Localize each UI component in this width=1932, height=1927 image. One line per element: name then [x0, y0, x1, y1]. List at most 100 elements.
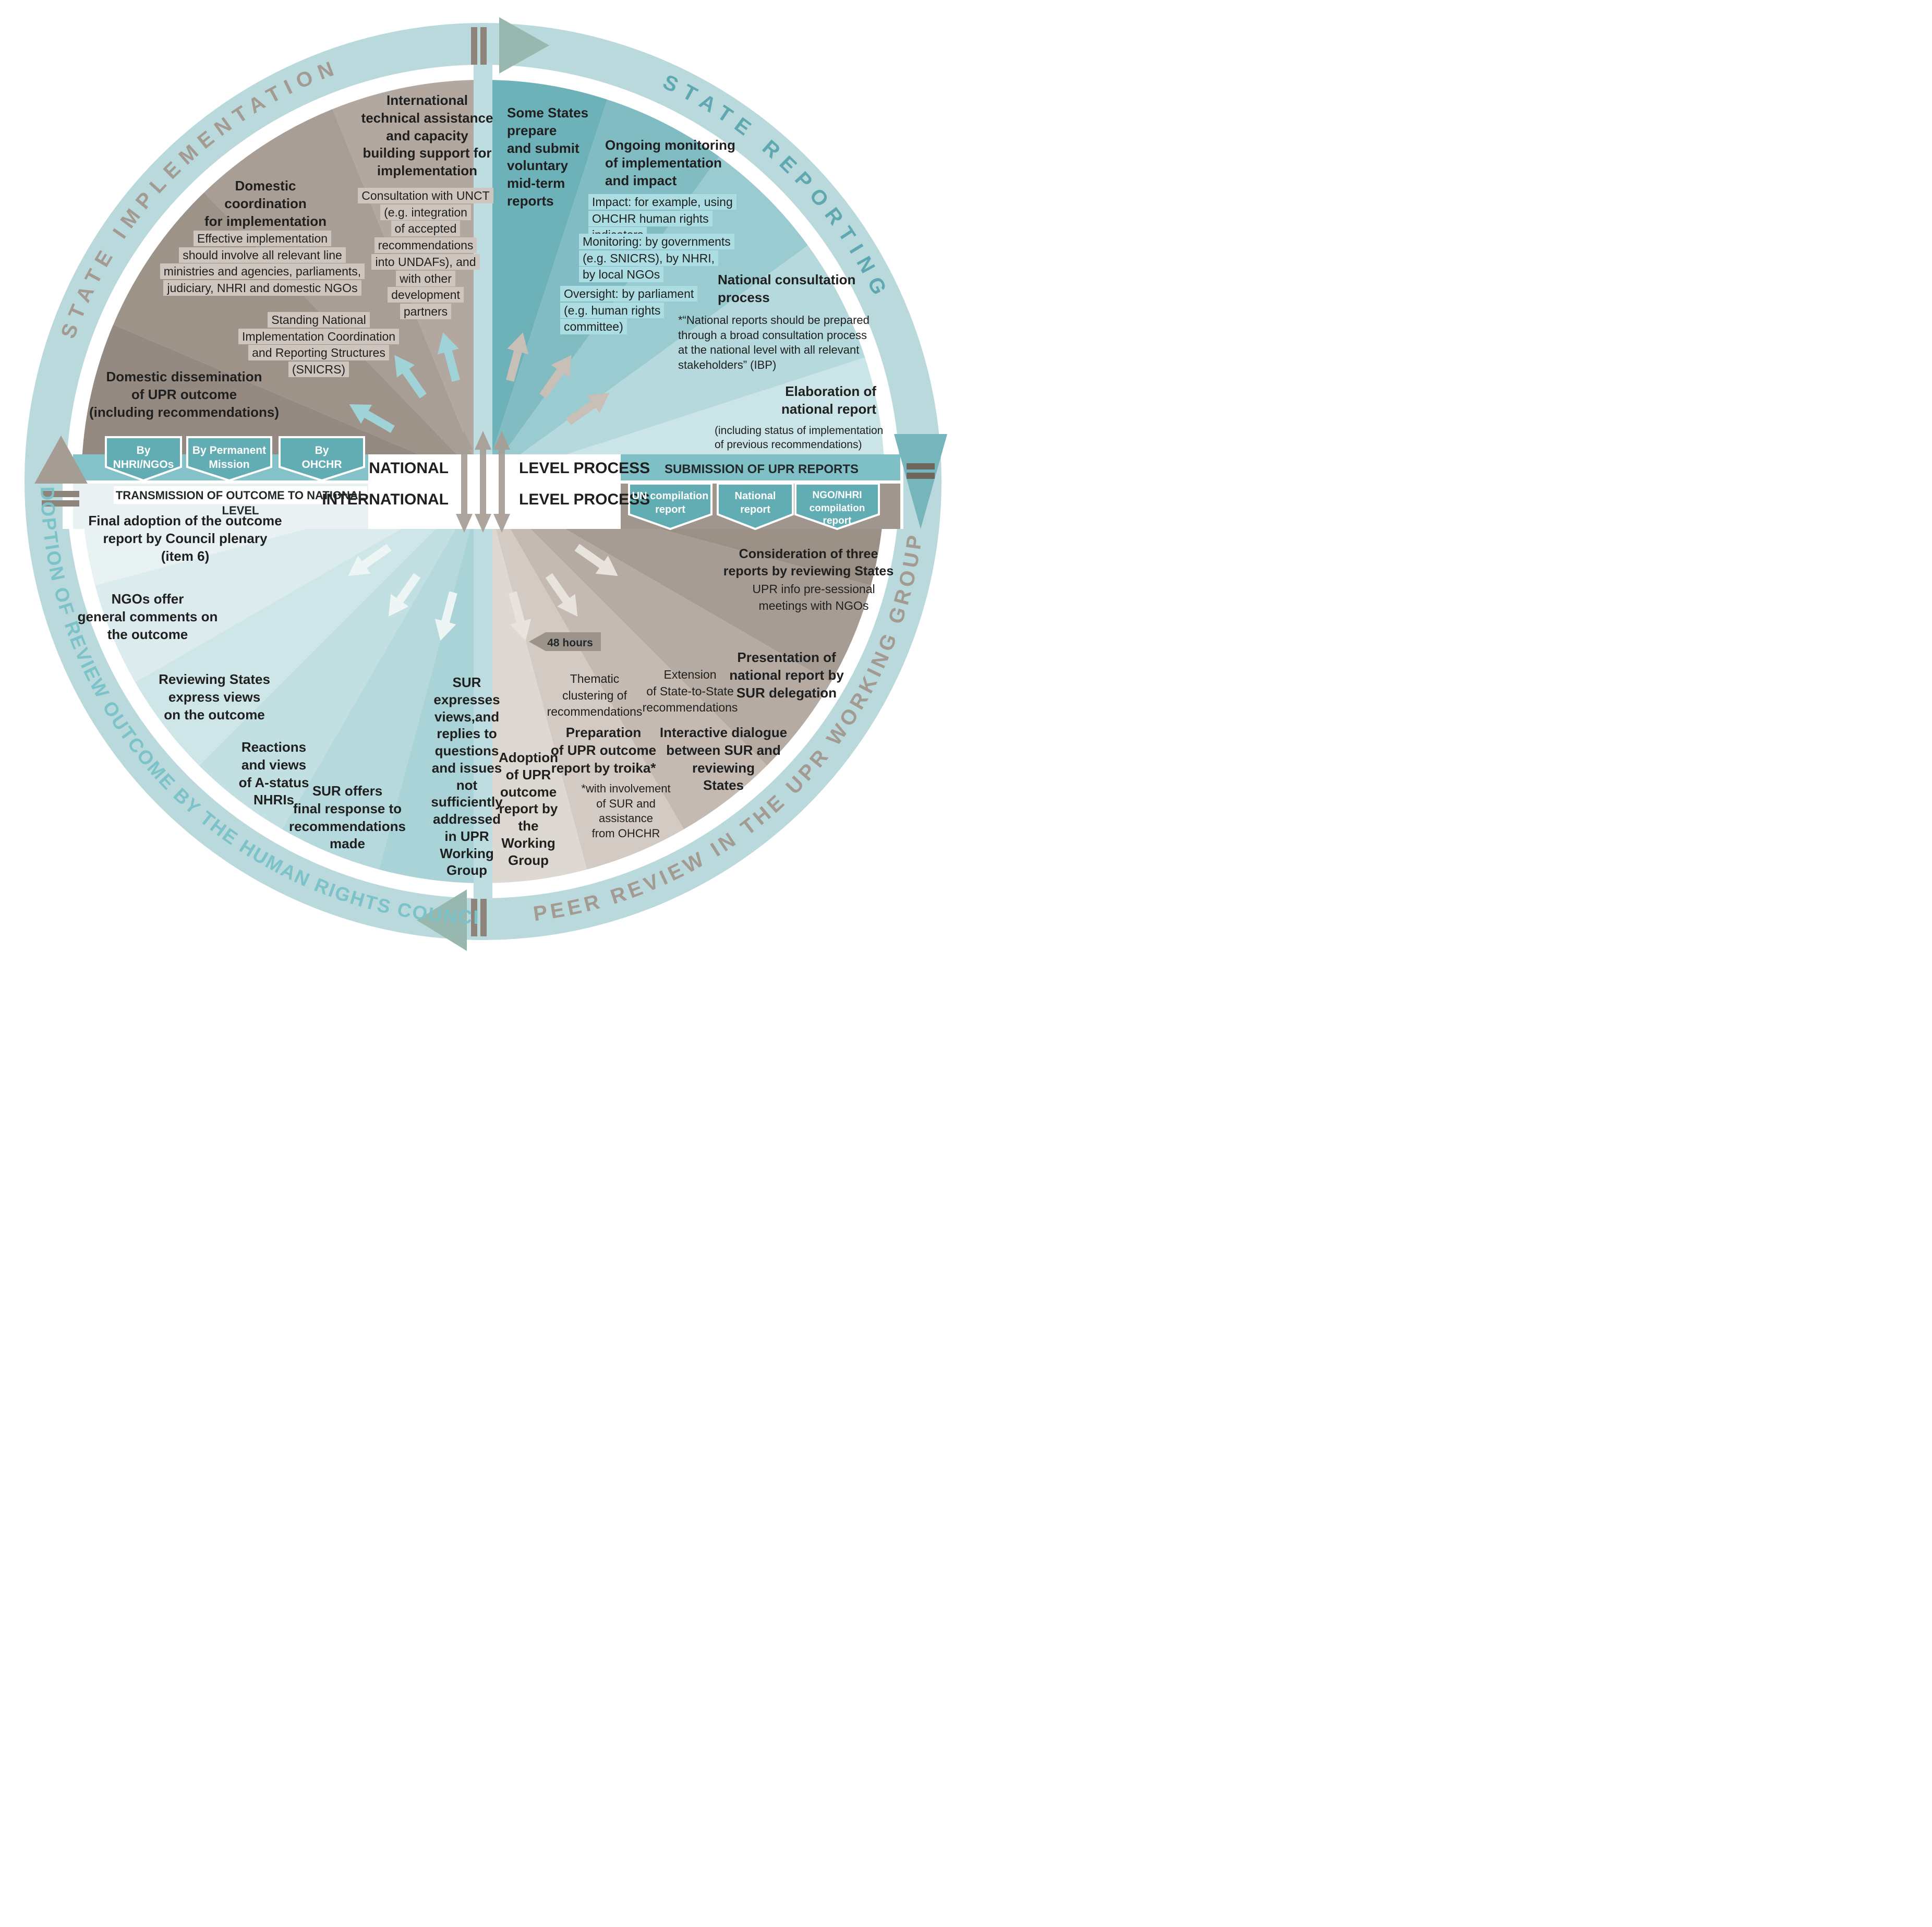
label-ongoing-monitoring-text: Ongoing monitoring of implementation and…	[605, 137, 735, 188]
quadrant-slice	[483, 481, 871, 682]
hexagon-label-by-ohchr: By OHCHR	[280, 443, 364, 472]
down-arrow-icon	[493, 480, 510, 533]
label-adoption-working-group: Adoption of UPR outcome report by the Wo…	[484, 749, 573, 869]
hexagon-group	[105, 436, 880, 531]
hexagon-by-nhri-ngos	[105, 436, 182, 482]
label-national-text: NATIONAL	[369, 460, 449, 477]
pause-bars-left-icon	[42, 491, 79, 497]
badge-48-hours-text: 48 hours	[547, 637, 593, 649]
quadrant-slice	[483, 357, 885, 481]
hexagon-label-ngo-nhri-compilation: NGO/NHRI compilation report	[795, 489, 879, 528]
pause-bars-top-icon	[480, 27, 487, 65]
hexagon-label-text: By OHCHR	[301, 444, 342, 471]
label-presentation: Presentation of national report by SUR d…	[708, 649, 865, 702]
label-domestic-dissemination-text: Domestic dissemination of UPR outcome (i…	[89, 369, 280, 420]
label-interactive-dialogue: Interactive dialogue between SUR and rev…	[653, 724, 794, 794]
quadrant-slice	[135, 481, 483, 766]
label-consideration-reports: Consideration of three reports by review…	[722, 546, 895, 580]
label-sur-expresses-text: SUR expresses views,and replies to quest…	[431, 675, 503, 878]
label-reactions-nhris: Reactions and views of A-status NHRIs	[209, 739, 339, 809]
pause-bars-bottom-icon	[471, 899, 477, 936]
note-extension-recommendations-text: Extension of State-to-State recommendati…	[642, 668, 738, 715]
label-transmission: TRANSMISSION OF OUTCOME TO NATIONAL LEVE…	[114, 488, 367, 518]
note-consultation-unct-text: Consultation with UNCT (e.g. integration…	[358, 188, 493, 320]
label-interactive-dialogue-text: Interactive dialogue between SUR and rev…	[659, 725, 788, 793]
note-troika-text: *with involvement of SUR and assistance …	[581, 782, 671, 840]
label-reviewing-states-views: Reviewing States express views on the ou…	[134, 671, 295, 724]
label-elaboration-text: Elaboration of national report	[781, 383, 876, 417]
quadrant-slice	[483, 481, 684, 870]
hexagon-label-national-report: National report	[718, 489, 793, 516]
up-arrow-icon	[475, 431, 491, 483]
badge-48-hours-ribbon	[529, 632, 601, 651]
label-national-consultation: National consultation process	[718, 271, 864, 307]
submission-strip	[621, 454, 900, 480]
label-reviewing-states-views-text: Reviewing States express views on the ou…	[159, 671, 270, 722]
note-effective-implementation-text: Effective implementation should involve …	[160, 231, 365, 296]
hexagon-by-permanent-mission	[186, 436, 272, 482]
hexagon-label-by-nhri-ngos: By NHRI/NGOs	[106, 443, 181, 472]
note-upr-info: UPR info pre-sessional meetings with NGO…	[741, 581, 887, 614]
note-monitoring: Monitoring: by governments (e.g. SNICRS)…	[579, 234, 746, 283]
quadrant-slice	[379, 481, 483, 883]
label-international: INTERNATIONAL	[313, 489, 449, 510]
label-national-level-process-text: LEVEL PROCESS	[519, 460, 650, 477]
label-final-adoption-text: Final adoption of the outcome report by …	[88, 513, 282, 564]
quadrant-slice	[483, 481, 587, 883]
transmission-strip	[114, 486, 367, 504]
label-domestic-dissemination: Domestic dissemination of UPR outcome (i…	[88, 368, 281, 421]
note-elaboration: (including status of implementation of p…	[715, 424, 887, 452]
up-arrow-icon	[493, 431, 510, 483]
label-sur-expresses: SUR expresses views,and replies to quest…	[422, 674, 511, 879]
label-intl-assistance: International technical assistance and c…	[346, 92, 508, 180]
hexagon-label-text: By NHRI/NGOs	[113, 444, 174, 471]
center-exchange-arrows	[456, 431, 510, 533]
hexagon-ngo-nhri-compilation-report	[794, 483, 880, 531]
label-national-consultation-text: National consultation process	[718, 272, 856, 305]
note-national-reports-quote-text: *“National reports should be prepared th…	[678, 314, 870, 371]
label-elaboration: Elaboration of national report	[741, 383, 876, 418]
note-thematic-clustering: Thematic clustering of recommendations	[537, 671, 652, 720]
up-arrow-icon	[456, 431, 473, 483]
label-sur-final-response-text: SUR offers final response to recommendat…	[289, 783, 406, 852]
pause-bars-right-icon	[907, 473, 935, 479]
hexagon-by-ohchr	[279, 436, 365, 482]
label-national: NATIONAL	[339, 458, 449, 478]
quadrant-slice	[282, 481, 483, 870]
hexagon-label-text: UN compilation report	[632, 490, 709, 515]
diagram-graphics: STATE IMPLEMENTATION STATE REPORTING PEE…	[0, 0, 947, 951]
note-national-reports-quote: *“National reports should be prepared th…	[678, 313, 887, 372]
quadrant-slice	[483, 245, 865, 481]
hexagon-national-report	[717, 483, 794, 531]
down-arrow-icon	[475, 480, 491, 533]
label-ngos-comments-text: NGOs offer general comments on the outco…	[77, 591, 218, 642]
label-presentation-text: Presentation of national report by SUR d…	[729, 649, 844, 701]
label-sur-final-response: SUR offers final response to recommendat…	[280, 782, 415, 853]
label-national-level-process: LEVEL PROCESS	[519, 458, 686, 478]
hexagon-label-un-compilation: UN compilation report	[629, 489, 711, 516]
cycle-arrow-left-icon	[34, 436, 88, 484]
label-transmission-text: TRANSMISSION OF OUTCOME TO NATIONAL LEVE…	[115, 489, 366, 517]
cycle-arrow-bottom-icon	[417, 889, 467, 951]
label-international-level-process: LEVEL PROCESS	[519, 489, 686, 510]
label-intl-assistance-text: International technical assistance and c…	[361, 92, 493, 179]
quadrant-slice	[199, 481, 483, 829]
bottom-spoke	[474, 529, 492, 900]
badge-48-hours: 48 hours	[542, 636, 598, 650]
label-consideration-reports-text: Consideration of three reports by review…	[723, 547, 894, 579]
label-final-adoption: Final adoption of the outcome report by …	[83, 512, 287, 565]
pause-bars-right-icon	[907, 463, 935, 469]
pause-bars-left-icon	[42, 500, 79, 507]
upr-cycle-diagram: STATE IMPLEMENTATION STATE REPORTING PEE…	[0, 0, 966, 964]
label-midterm-reports: Some States prepare and submit voluntary…	[507, 104, 601, 210]
note-oversight-text: Oversight: by parliament (e.g. human rig…	[560, 286, 698, 335]
label-submission-text: SUBMISSION OF UPR REPORTS	[664, 462, 859, 476]
cycle-arrow-top-icon	[499, 17, 549, 74]
note-snicrs: Standing National Implementation Coordin…	[222, 312, 415, 378]
label-international-text: INTERNATIONAL	[322, 491, 449, 508]
hexagon-label-by-permanent-mission: By Permanent Mission	[187, 443, 271, 472]
note-thematic-clustering-text: Thematic clustering of recommendations	[547, 672, 643, 719]
down-arrow-icon	[456, 480, 473, 533]
label-adoption-working-group-text: Adoption of UPR outcome report by the Wo…	[498, 750, 559, 868]
label-international-level-process-text: LEVEL PROCESS	[519, 491, 650, 508]
